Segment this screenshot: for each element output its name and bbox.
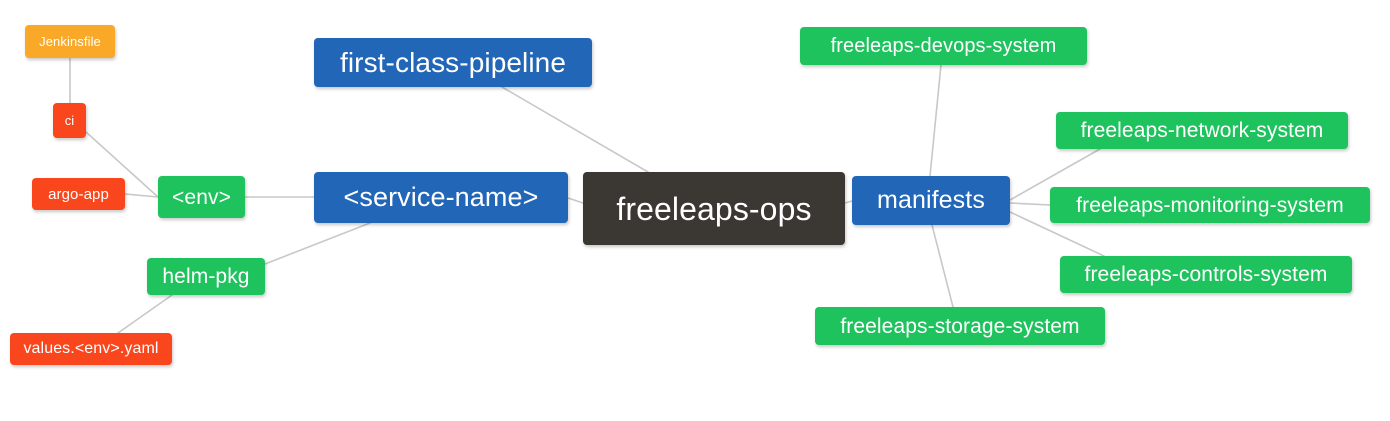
edge-service-name-to-freeleaps-ops — [567, 197, 584, 204]
node-first-class-pipeline[interactable]: first-class-pipeline — [314, 38, 592, 87]
edge-argo-app-to-env — [124, 193, 159, 198]
node-label-freeleaps-storage-system: freeleaps-storage-system — [840, 314, 1080, 338]
edge-freeleaps-ops-to-manifests — [844, 200, 853, 204]
node-env[interactable]: <env> — [158, 176, 245, 218]
edge-helm-pkg-to-values-env-yaml — [117, 294, 173, 334]
node-freeleaps-monitoring-system[interactable]: freeleaps-monitoring-system — [1050, 187, 1370, 223]
node-label-first-class-pipeline: first-class-pipeline — [339, 46, 567, 78]
node-label-freeleaps-ops: freeleaps-ops — [616, 190, 812, 227]
node-helm-pkg[interactable]: helm-pkg — [147, 258, 265, 295]
node-label-values-env-yaml: values.<env>.yaml — [23, 340, 159, 357]
node-label-freeleaps-network-system: freeleaps-network-system — [1080, 119, 1324, 142]
node-ci[interactable]: ci — [53, 103, 86, 138]
node-label-ci: ci — [64, 113, 75, 128]
edge-service-name-to-helm-pkg — [264, 222, 371, 265]
node-freeleaps-storage-system[interactable]: freeleaps-storage-system — [815, 307, 1105, 345]
node-service-name[interactable]: <service-name> — [314, 172, 568, 223]
node-jenkinsfile[interactable]: Jenkinsfile — [25, 25, 115, 58]
node-label-service-name: <service-name> — [343, 182, 539, 212]
node-label-manifests: manifests — [877, 186, 985, 214]
node-freeleaps-network-system[interactable]: freeleaps-network-system — [1056, 112, 1348, 149]
node-label-env: <env> — [172, 185, 231, 209]
node-label-freeleaps-monitoring-system: freeleaps-monitoring-system — [1076, 193, 1344, 217]
node-freeleaps-devops-system[interactable]: freeleaps-devops-system — [800, 27, 1087, 65]
node-label-argo-app: argo-app — [48, 185, 109, 203]
node-label-freeleaps-controls-system: freeleaps-controls-system — [1084, 263, 1328, 286]
node-label-jenkinsfile: Jenkinsfile — [39, 34, 101, 49]
node-manifests[interactable]: manifests — [852, 176, 1010, 225]
node-label-freeleaps-devops-system: freeleaps-devops-system — [830, 35, 1057, 57]
node-label-helm-pkg: helm-pkg — [162, 265, 250, 288]
edge-manifests-to-freeleaps-storage-system — [931, 224, 954, 308]
node-values-env-yaml[interactable]: values.<env>.yaml — [10, 333, 172, 365]
node-argo-app[interactable]: argo-app — [32, 178, 125, 210]
node-freeleaps-controls-system[interactable]: freeleaps-controls-system — [1060, 256, 1352, 293]
node-freeleaps-ops[interactable]: freeleaps-ops — [583, 172, 845, 245]
edge-manifests-to-freeleaps-monitoring-system — [1009, 202, 1051, 206]
edge-first-class-pipeline-to-freeleaps-ops — [501, 86, 649, 173]
edge-manifests-to-freeleaps-devops-system — [929, 64, 942, 177]
